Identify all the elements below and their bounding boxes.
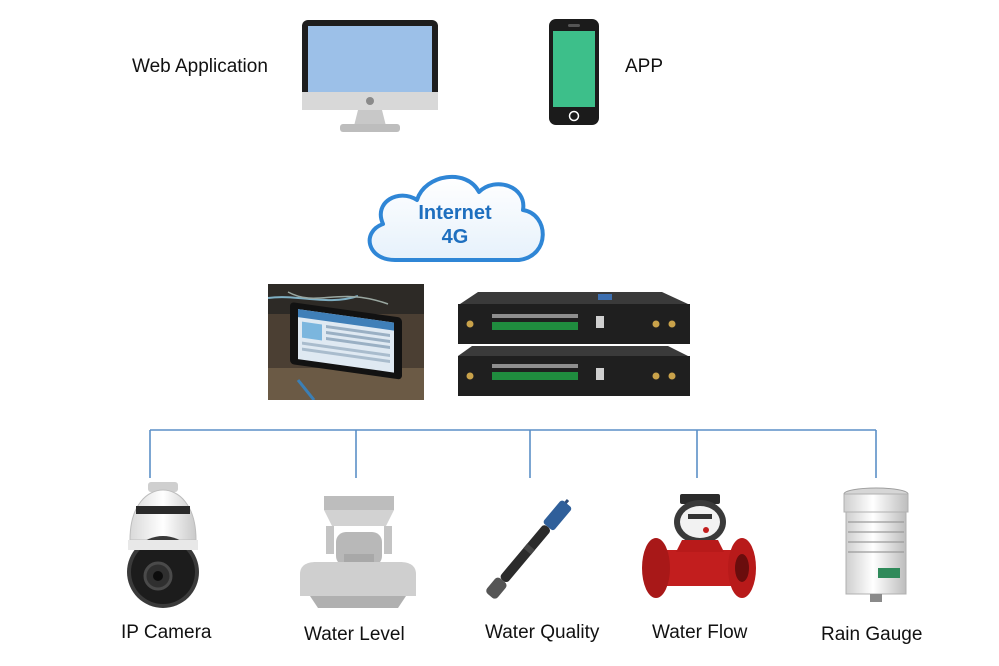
water-flow-meter-icon [642,494,756,598]
cloud-internet-text: Internet [418,202,492,224]
monitor-icon [302,20,438,132]
rain-gauge-label: Rain Gauge [821,624,923,645]
ip-camera-label: IP Camera [121,622,212,643]
water-quality-probe-icon [486,499,572,599]
web-application-label: Web Application [132,56,268,77]
app-label: APP [625,56,664,77]
smartphone-icon [549,19,599,125]
gateway-unit-top [458,292,690,344]
gateway-unit-bottom [458,346,690,396]
cloud-icon [367,174,545,262]
ip-camera-icon [127,482,199,608]
water-quality-label: Water Quality [485,622,600,643]
rain-gauge-icon [843,487,909,602]
water-flow-label: Water Flow [652,622,748,643]
gateway-devices-icon [458,292,690,396]
water-level-sensor-icon [300,496,416,608]
water-level-label: Water Level [304,624,405,645]
cloud-4g-text: 4G [441,226,469,248]
internet-cloud: Internet 4G [355,160,555,278]
touchscreen-hmi-photo [268,284,424,400]
